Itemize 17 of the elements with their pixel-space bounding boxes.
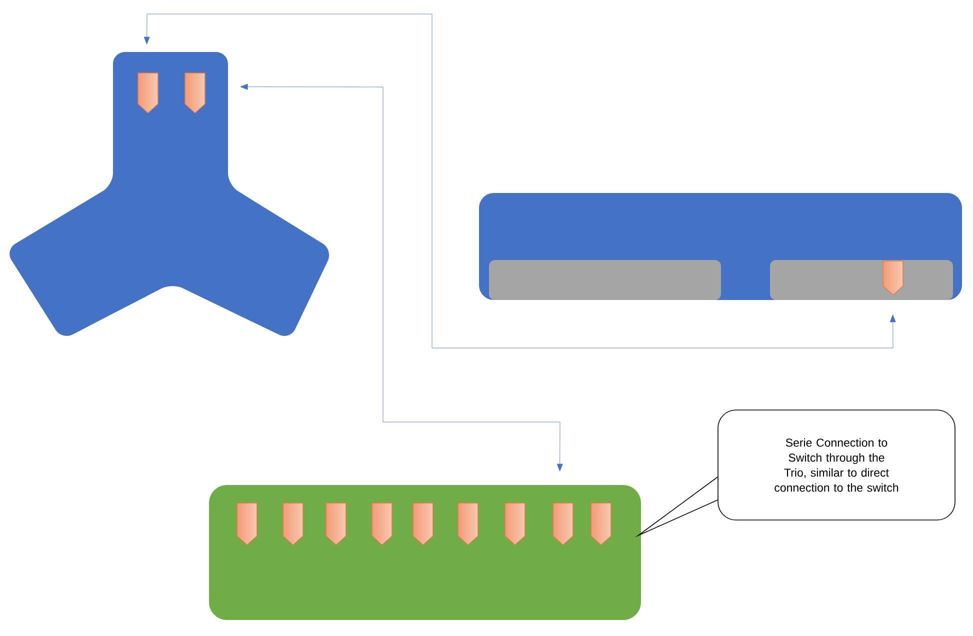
- port-pin: [236, 502, 258, 546]
- port-pin: [282, 502, 304, 546]
- port-pin: [372, 502, 392, 546]
- port-pin: [882, 260, 904, 296]
- port-slot: [489, 260, 721, 300]
- y-shaped-hub: [10, 52, 330, 336]
- port-pin: [590, 502, 612, 546]
- port-pin: [552, 502, 574, 546]
- speech-bubble: Serie Connection to Switch through the Trio, similar to direct connection to the switch: [718, 410, 956, 520]
- port-pin: [138, 72, 158, 114]
- port-pin: [412, 502, 434, 546]
- port-pin: [458, 502, 478, 546]
- port-pin: [504, 502, 526, 546]
- port-pin: [184, 72, 206, 114]
- port-pin: [326, 502, 346, 546]
- arrow: [240, 84, 563, 472]
- arrow: [144, 14, 896, 348]
